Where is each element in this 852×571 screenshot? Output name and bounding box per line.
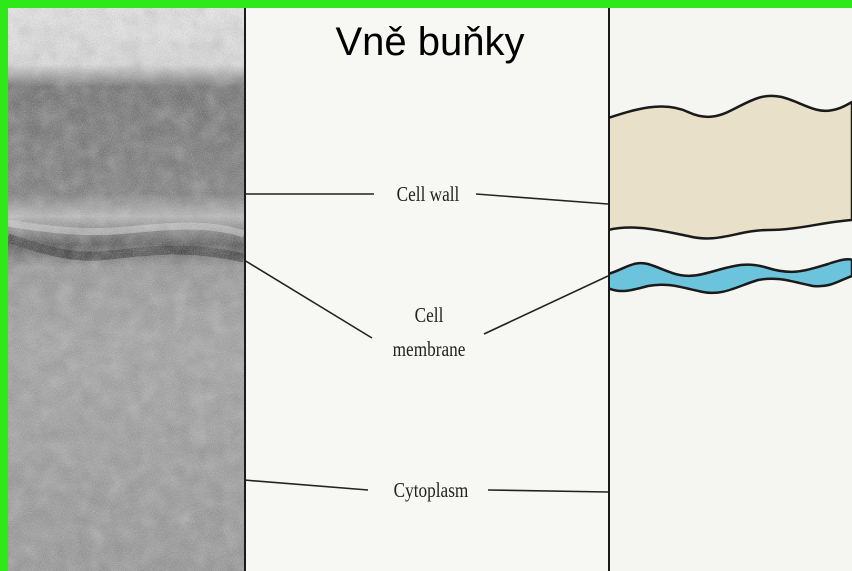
slide-frame: Vně buňky (8, 8, 852, 571)
illustration-drawing (608, 8, 852, 571)
cytoplasm-label: Cytoplasm (378, 475, 485, 505)
membrane-leader-right (484, 276, 608, 334)
membrane-leader-left (244, 260, 372, 338)
cell-membrane-label-line2: membrane (381, 334, 478, 364)
cell-membrane-label-line1: Cell (389, 300, 469, 330)
micrograph-image (8, 8, 244, 571)
cytoplasm-leader-right (488, 490, 608, 492)
cell-membrane-shape (608, 259, 852, 293)
cell-wall-leader-right (476, 194, 608, 204)
left-divider (244, 8, 246, 571)
cytoplasm-leader-left (244, 480, 368, 490)
electron-micrograph (8, 8, 244, 571)
cell-wall-shape (608, 96, 852, 239)
right-divider (608, 8, 610, 571)
cell-illustration (608, 8, 852, 571)
labels-panel: Cell wall Cell membrane Cytoplasm (244, 8, 608, 571)
cell-wall-label: Cell wall (380, 179, 475, 209)
slide-title: Vně buňky (8, 20, 852, 65)
